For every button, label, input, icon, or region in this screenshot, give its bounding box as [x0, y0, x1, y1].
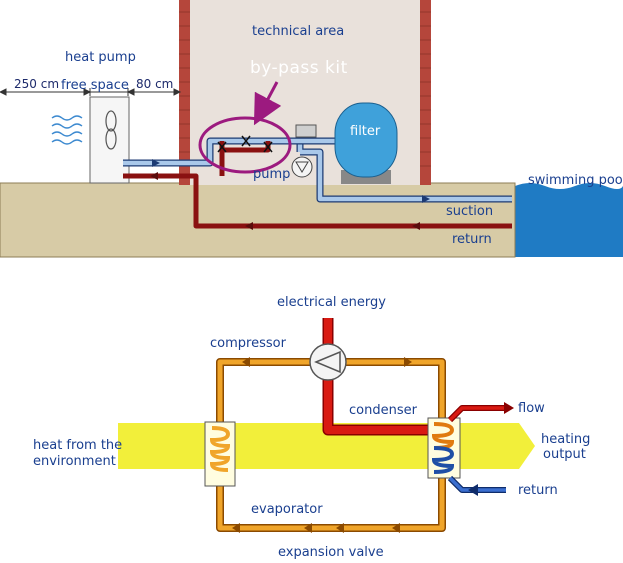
airflow-icon — [51, 115, 83, 145]
heating-output-label-line1: heating — [541, 432, 590, 447]
bypass-kit-label: by-pass kit — [250, 58, 348, 78]
flow-pipe — [447, 405, 506, 423]
compressor-label: compressor — [210, 336, 287, 351]
pump — [291, 124, 317, 178]
heat-from-label-line2: environment — [33, 454, 116, 469]
flow-arrow — [504, 402, 514, 414]
bypass-arrow — [253, 81, 282, 126]
filter-tank — [334, 102, 398, 184]
technical-area-label: technical area — [252, 24, 344, 39]
evaporator — [204, 421, 236, 487]
return-pipe-bottom — [447, 475, 506, 493]
pool-water — [515, 183, 623, 257]
condenser-exchanger — [427, 417, 461, 479]
heating-output-label-line2: output — [543, 447, 586, 462]
suction-pipe — [123, 137, 512, 203]
heat-from-label-line1: heat from the — [33, 438, 122, 453]
free-space-label: free space — [61, 78, 129, 93]
bypass-valves — [217, 135, 273, 153]
heat-pump-unit — [89, 96, 130, 184]
top-return-label: return — [452, 232, 492, 247]
dimension-lines — [0, 88, 182, 96]
bottom-return-label: return — [518, 483, 558, 498]
right-brick-wall — [420, 0, 431, 185]
pipe-arrows — [152, 159, 430, 203]
suction-label: suction — [446, 204, 493, 219]
refrigerant-arrows — [232, 357, 412, 533]
expansion-valve-label: expansion valve — [278, 545, 384, 560]
filter-label: filter — [350, 124, 381, 139]
compressor — [309, 343, 347, 381]
evaporator-label: evaporator — [251, 502, 323, 517]
condenser-label: condenser — [349, 403, 418, 418]
bypass-highlight-circle — [198, 116, 292, 174]
fan-icon — [105, 110, 117, 150]
left-brick-wall — [179, 0, 190, 185]
distance-left-label: 250 cm — [14, 77, 59, 91]
pump-label: pump — [253, 167, 290, 182]
heat-pump-label: heat pump — [65, 50, 136, 65]
distance-right-label: 80 cm — [136, 77, 173, 91]
swimming-pool-label: swimming pool — [528, 173, 623, 188]
return-arrow — [468, 484, 478, 496]
electrical-energy-label: electrical energy — [277, 295, 386, 310]
flow-label: flow — [518, 401, 545, 416]
ground — [0, 182, 516, 258]
